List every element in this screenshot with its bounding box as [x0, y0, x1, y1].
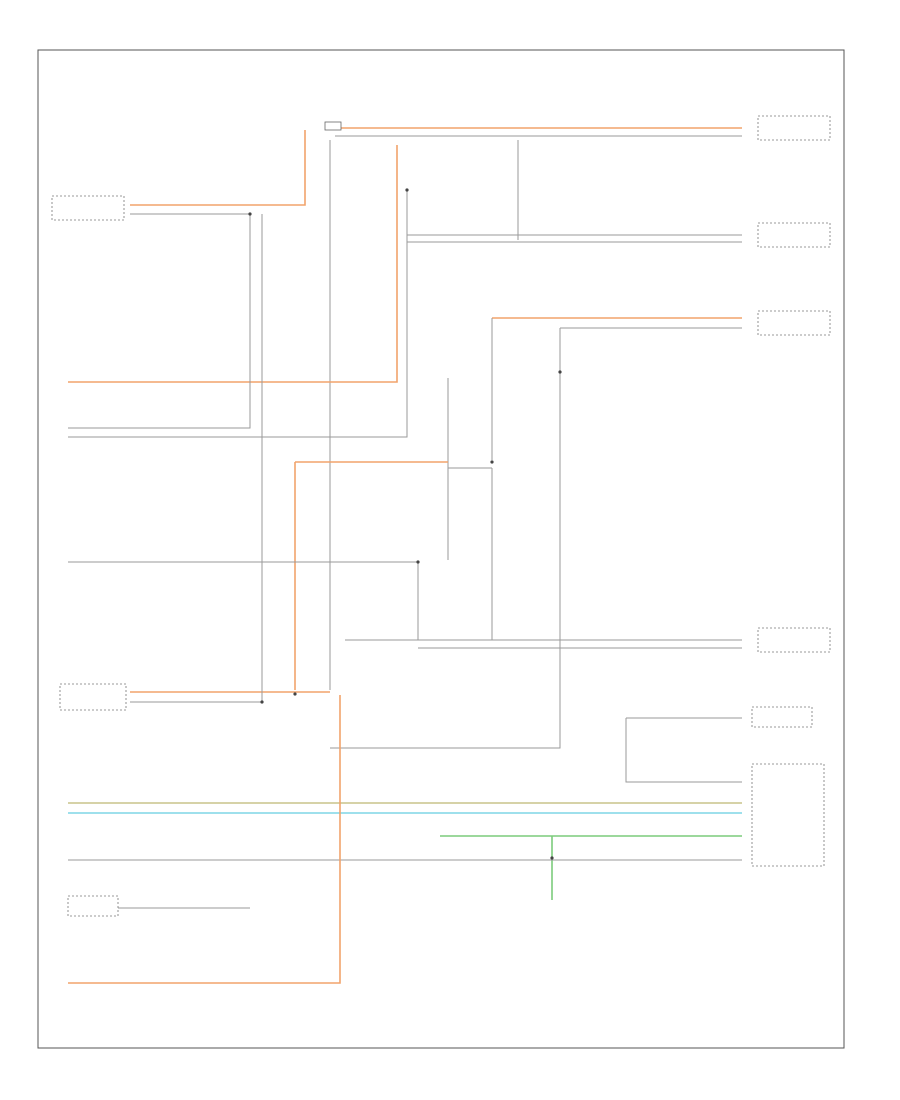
splice-dots — [248, 188, 562, 860]
splice-dot — [260, 700, 264, 704]
page-border — [37, 49, 845, 1049]
right-rear-door-switch — [757, 310, 831, 336]
wire-rr-v2 — [330, 328, 561, 749]
left-rear-door-switch — [757, 222, 831, 248]
top-splice-block — [324, 121, 342, 131]
left-front-door-switch — [757, 115, 831, 141]
splice-dot — [248, 212, 252, 216]
components — [51, 115, 831, 917]
splice-dot — [405, 188, 409, 192]
wire-orange-vertical-2 — [68, 145, 398, 383]
splice-dot — [293, 692, 297, 696]
splice-dot — [558, 370, 562, 374]
wire-bottom-orange — [68, 695, 341, 984]
body-control-module — [751, 763, 825, 867]
splice-dot — [550, 856, 554, 860]
wire-orange-drop-left — [130, 130, 306, 206]
hood-ajar-switch — [67, 895, 119, 917]
liftgate-switch — [59, 683, 127, 711]
wire-gray-vertical-4 — [68, 214, 251, 429]
right-front-door-switch — [51, 195, 125, 221]
wire-gray-vertical-3 — [68, 190, 408, 438]
ignition-switch — [751, 706, 813, 728]
splice-dot — [416, 560, 420, 564]
wire-ign-loop — [625, 718, 742, 783]
splice-dot — [490, 460, 494, 464]
passenger-door-switch — [757, 627, 831, 653]
wires — [68, 127, 742, 984]
